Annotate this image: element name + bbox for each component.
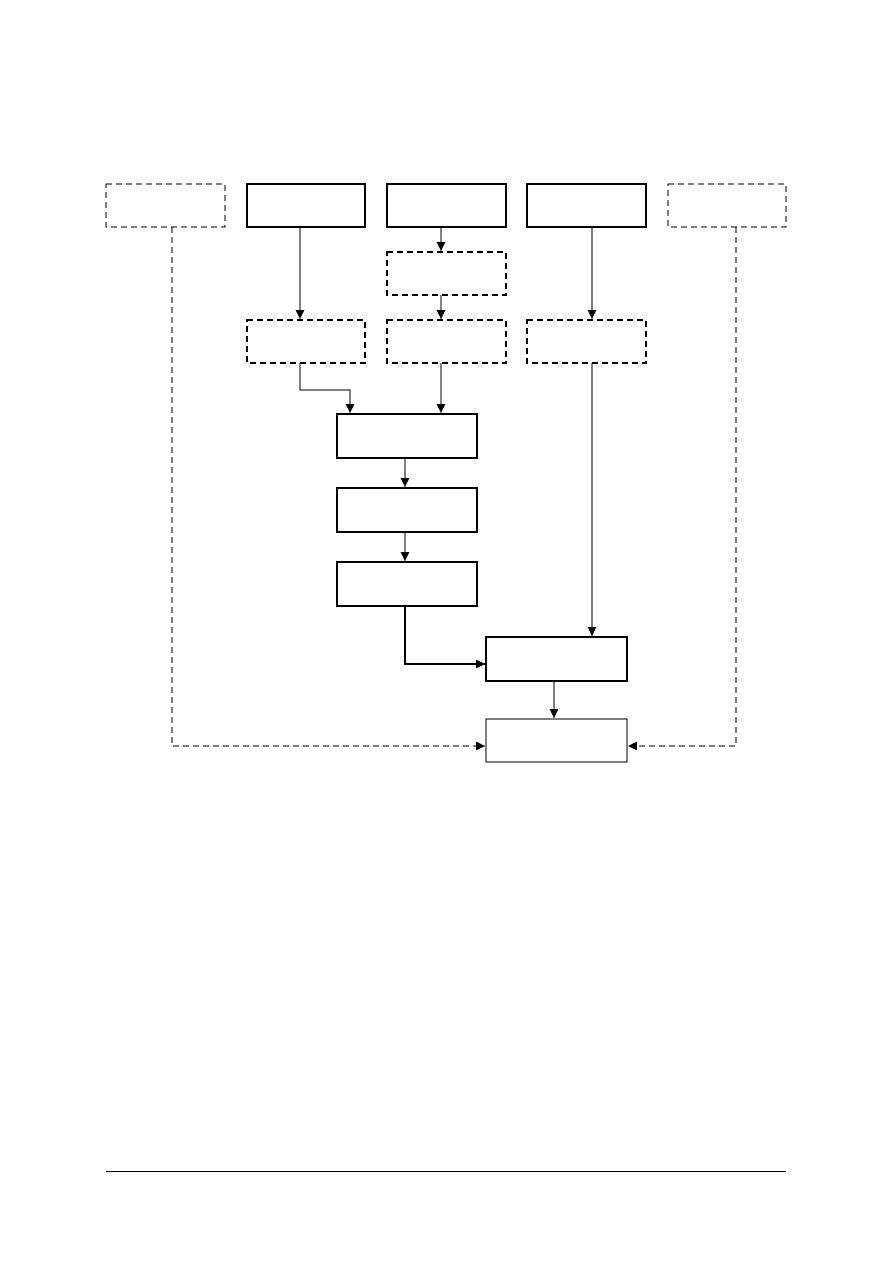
connector-process3-to-merge	[404, 606, 485, 669]
box-process-3	[336, 561, 478, 607]
connector-mid1-to-process1	[299, 363, 355, 413]
box-mid-dashed-3	[526, 319, 647, 364]
footer-rule	[106, 1171, 786, 1172]
connector-right-dashed-to-output	[628, 227, 737, 751]
connector-left-dashed-to-output	[171, 227, 485, 751]
box-final-output	[485, 718, 628, 763]
box-process-2	[336, 487, 478, 533]
box-intermediate-dashed	[386, 251, 507, 296]
box-mid-dashed-2	[386, 319, 507, 364]
box-top-source-1	[246, 183, 366, 228]
box-merge	[485, 636, 628, 682]
box-process-1	[336, 413, 478, 459]
box-top-source-3	[526, 183, 647, 228]
box-top-left-dashed	[105, 183, 226, 228]
box-top-right-dashed	[667, 183, 787, 228]
box-mid-dashed-1	[246, 319, 366, 364]
box-top-source-2	[386, 183, 507, 228]
